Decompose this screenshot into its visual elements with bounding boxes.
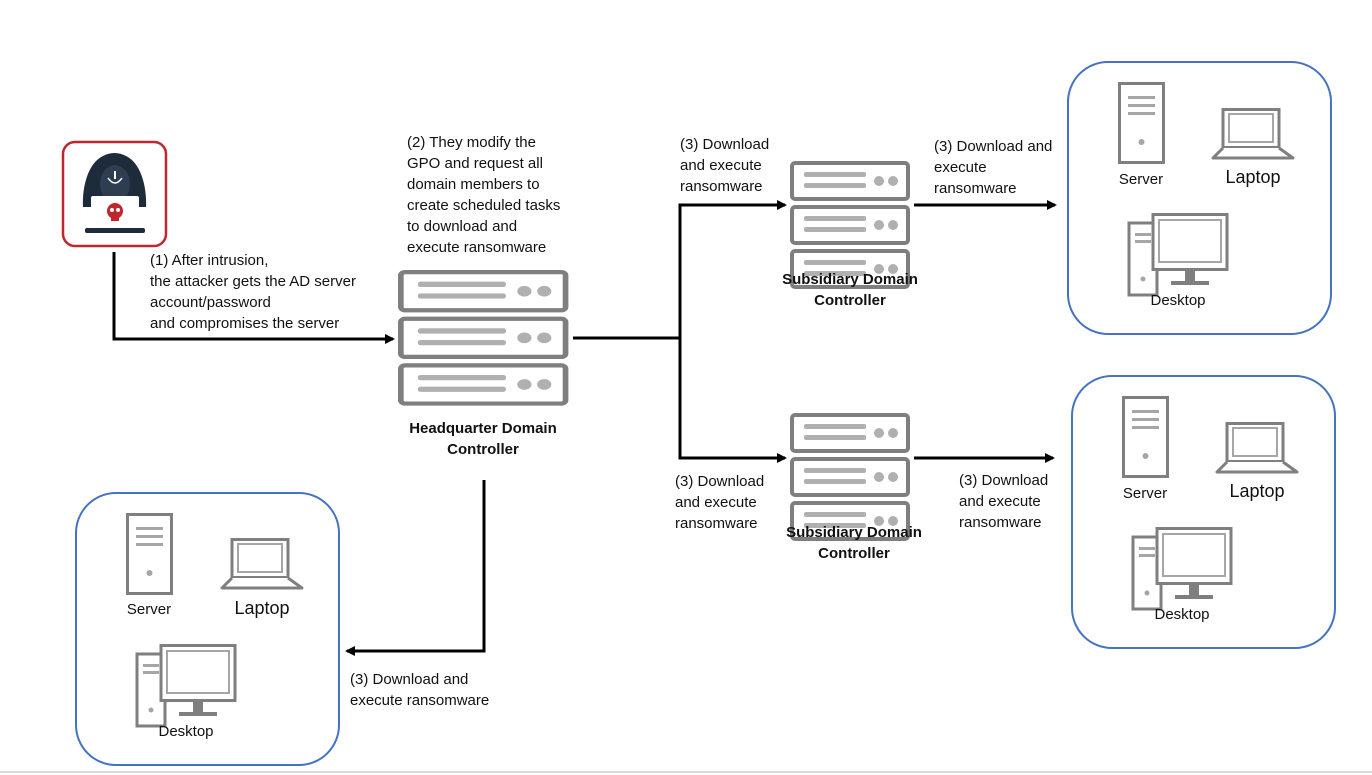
hq-controller-title: Headquarter Domain Controller [409,420,557,458]
step1-label: (1) After intrusion, the attacker gets t… [150,252,356,332]
laptop-icon [220,538,304,590]
sub-bottom-step-in-label: (3) Download and execute ransomware [675,473,765,532]
desktop-label: Desktop [1150,292,1206,309]
endpoint-group-top [1067,61,1332,335]
laptop-label: Laptop [1229,481,1285,501]
arrow-hq-to-sub-bottom [678,338,787,463]
sub-top-step-in-label: (3) Download and execute ransomware [680,136,770,195]
desktop-icon [1131,527,1233,611]
sub-bottom-step-out-label: (3) Download and execute ransomware [959,472,1049,531]
hacker-icon [82,153,147,233]
server-icon [1118,82,1165,164]
laptop-icon [1211,108,1295,160]
attacker-node [61,140,168,248]
server-label: Server [1118,171,1164,188]
endpoint-group-middle [1071,375,1336,649]
bottom-divider [0,771,1372,773]
sub-top-controller-title: Subsidiary Domain Controller [782,271,918,309]
desktop-label: Desktop [1154,606,1210,623]
sub-top-step-out-label: (3) Download and execute ransomware [934,138,1053,197]
arrow-attacker-to-hq [112,252,395,344]
connectors [112,200,1057,656]
step2-label: (2) They modify the GPO and request all … [407,134,561,256]
laptop-icon [1215,422,1299,474]
server-label: Server [1122,485,1168,502]
arrow-hq-to-sub-top [678,200,787,338]
arrow-hq-to-local-group [345,480,486,656]
desktop-icon [135,644,237,728]
sub-bottom-controller-title: Subsidiary Domain Controller [786,524,922,562]
laptop-label: Laptop [1225,167,1281,187]
desktop-icon [1127,213,1229,297]
server-icon [126,513,173,595]
subsidiary-bottom-controller-icon [790,413,910,541]
server-label: Server [126,601,172,618]
hq-step-down-label: (3) Download and execute ransomware [350,671,490,709]
laptop-label: Laptop [234,598,290,618]
endpoint-group-local [75,492,340,766]
server-icon [1122,396,1169,478]
hq-domain-controller-icon [401,272,566,403]
desktop-label: Desktop [158,723,214,740]
